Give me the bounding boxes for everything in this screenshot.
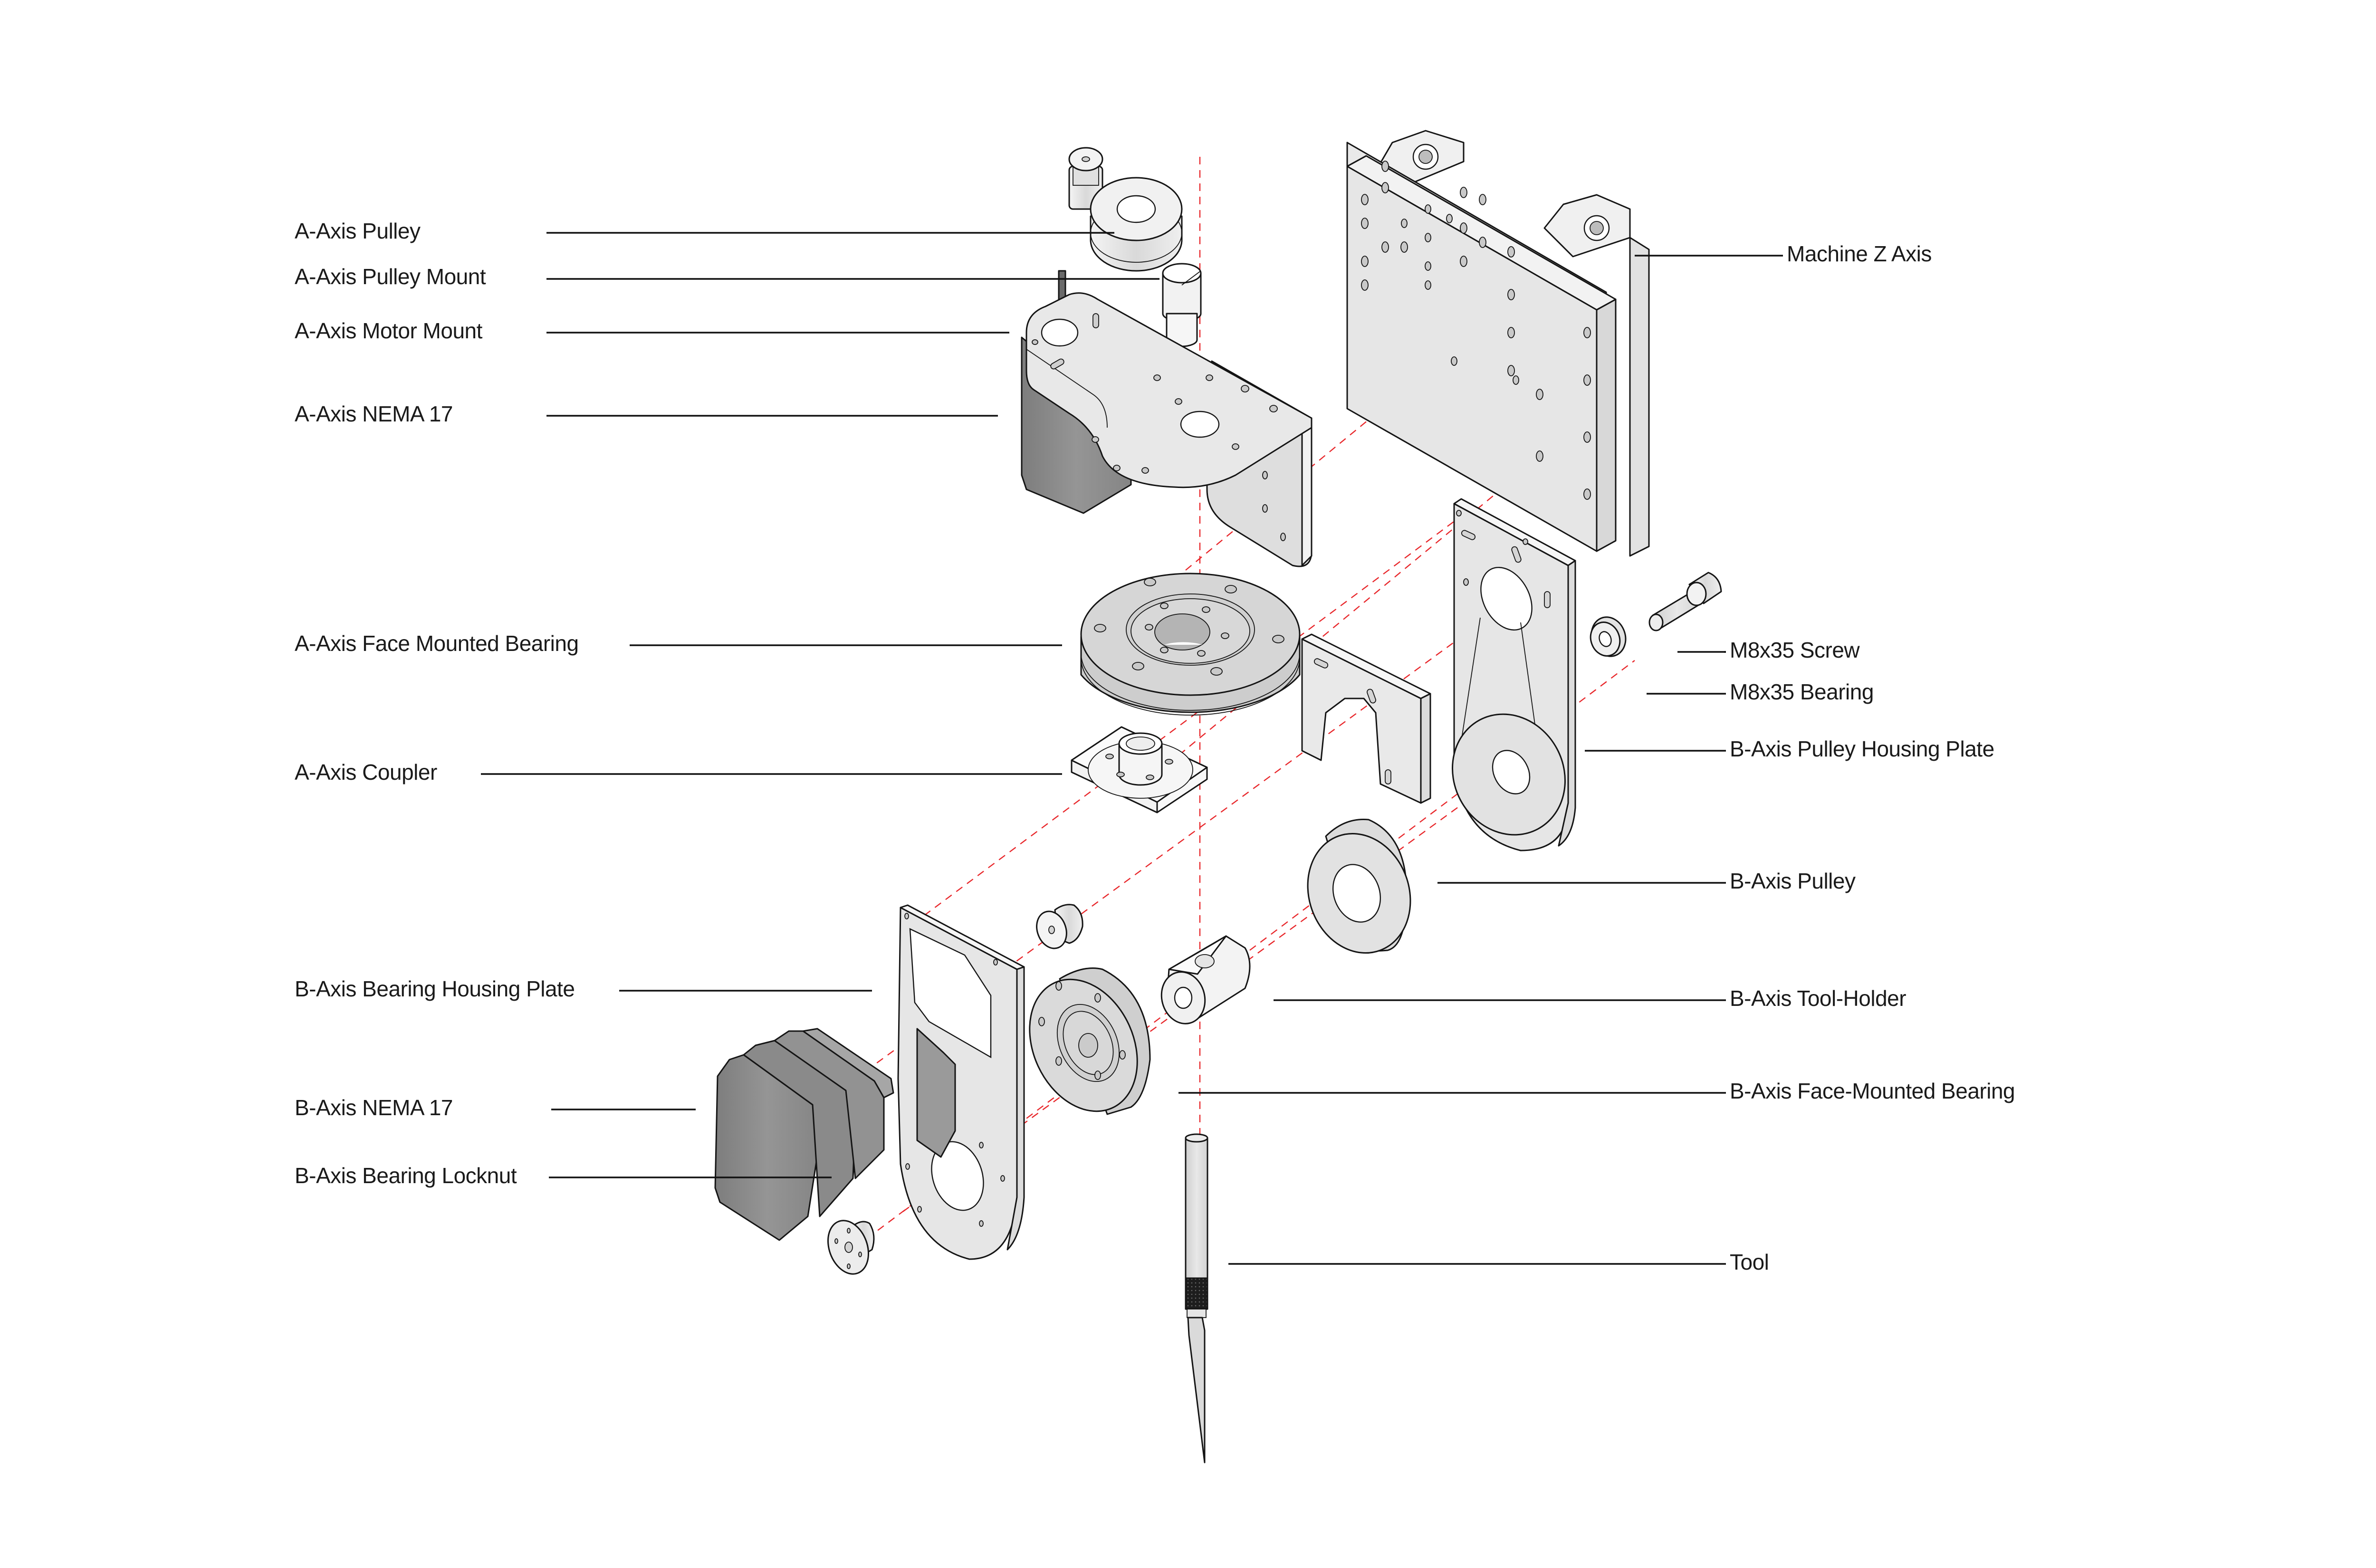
label-m8x35-screw: M8x35 Screw (1730, 638, 1860, 662)
label-b-axis-face-mounted-bearing: B-Axis Face-Mounted Bearing (1730, 1079, 2015, 1103)
label-a-axis-face-mounted-bearing: A-Axis Face Mounted Bearing (295, 631, 579, 656)
label-b-axis-bearing-housing-plate: B-Axis Bearing Housing Plate (295, 976, 575, 1001)
label-b-axis-tool-holder: B-Axis Tool-Holder (1730, 986, 1906, 1011)
part-b-axis-pulley-housing-plate[interactable] (1431, 498, 1586, 855)
part-b-axis-nema-17[interactable] (714, 1028, 956, 1241)
part-b-axis-motor-pulley[interactable] (1032, 904, 1083, 953)
assembly-axis-z-mount-lower (1138, 475, 1519, 789)
part-tool[interactable] (1185, 1133, 1208, 1463)
assembly-axis-z-mount-upper (1185, 361, 1440, 571)
labels-right: Machine Z Axis M8x35 Screw M8x35 Bearing… (1730, 241, 2015, 1274)
label-b-axis-pulley-housing-plate: B-Axis Pulley Housing Plate (1730, 736, 1994, 761)
label-a-axis-pulley: A-Axis Pulley (295, 219, 421, 243)
label-b-axis-pulley: B-Axis Pulley (1730, 869, 1856, 893)
part-a-axis-pulley-mount[interactable] (1162, 263, 1202, 347)
part-b-axis-bearing-locknut[interactable] (821, 1215, 876, 1280)
label-a-axis-motor-mount: A-Axis Motor Mount (295, 318, 483, 343)
part-b-axis-face-mounted-bearing[interactable] (1009, 962, 1158, 1129)
part-m8x35-bearing[interactable] (1586, 612, 1631, 661)
label-b-axis-bearing-locknut: B-Axis Bearing Locknut (295, 1163, 517, 1188)
part-b-axis-motor-bracket[interactable] (1301, 633, 1431, 804)
part-b-axis-tool-holder[interactable] (1156, 935, 1251, 1029)
part-m8x35-screw[interactable] (1648, 572, 1722, 631)
part-machine-z-axis[interactable] (1346, 130, 1650, 557)
label-m8x35-bearing: M8x35 Bearing (1730, 679, 1874, 704)
part-a-axis-motor-mount[interactable] (1025, 292, 1313, 567)
part-b-axis-bearing-housing-plate[interactable] (897, 904, 1025, 1260)
label-machine-z-axis: Machine Z Axis (1787, 241, 1932, 266)
part-a-axis-pulley[interactable] (1090, 177, 1183, 272)
label-a-axis-nema-17: A-Axis NEMA 17 (295, 402, 453, 426)
label-tool: Tool (1730, 1250, 1769, 1274)
labels-left: A-Axis Pulley A-Axis Pulley Mount A-Axis… (295, 219, 579, 1188)
leader-lines (481, 232, 1783, 1265)
label-a-axis-coupler: A-Axis Coupler (295, 760, 437, 784)
label-b-axis-nema-17: B-Axis NEMA 17 (295, 1095, 453, 1120)
a-bearing-bolt-holes (1094, 578, 1284, 676)
part-a-axis-face-mounted-bearing[interactable] (1080, 573, 1301, 716)
assembly-axis-b-upper (902, 510, 1469, 932)
part-b-axis-pulley[interactable] (1292, 818, 1427, 967)
label-a-axis-pulley-mount: A-Axis Pulley Mount (295, 264, 486, 289)
part-a-axis-coupler[interactable] (1071, 726, 1208, 813)
z-plate-holes (1361, 161, 1591, 500)
